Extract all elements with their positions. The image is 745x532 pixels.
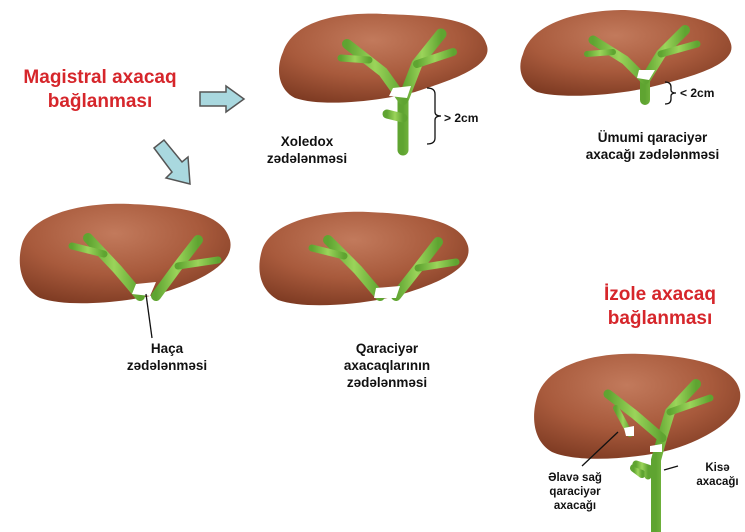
caption-qaraciyer-line1: Qaraciyər [322, 340, 452, 357]
liver-qaraciyer-panel [256, 210, 476, 330]
caption-elave: Əlavə sağ qaraciyər axacağı [530, 471, 620, 513]
izole-title: İzole axacaq bağlanması [585, 283, 735, 331]
caption-qaraciyer-line3: zədələnməsi [322, 374, 452, 391]
magistral-title: Magistral axacaq bağlanması [0, 66, 200, 114]
caption-kise-line2: axacağı [690, 475, 745, 489]
arrow-down-right-icon [150, 138, 198, 190]
caption-umumi-line2: axacağı zədələnməsi [560, 146, 745, 163]
arrow-right-icon [198, 84, 248, 114]
liver-shape [279, 14, 488, 103]
caption-qaraciyer: Qaraciyər axacaqlarının zədələnməsi [322, 340, 452, 391]
liver-shape [534, 354, 740, 459]
caption-umumi: Ümumi qaraciyər axacağı zədələnməsi [560, 129, 745, 163]
caption-xoledox-line1: Xoledox [252, 133, 362, 150]
magistral-title-line2: bağlanması [0, 90, 200, 114]
caption-xoledox: Xoledox zədələnməsi [252, 133, 362, 167]
liver-shape [520, 10, 731, 96]
caption-haca: Haça zədələnməsi [112, 340, 222, 374]
caption-haca-line2: zədələnməsi [112, 357, 222, 374]
measurement-lt-2cm: < 2cm [680, 86, 714, 100]
caption-qaraciyer-line2: axacaqlarının [322, 357, 452, 374]
izole-title-line1: İzole axacaq [585, 283, 735, 307]
caption-kise: Kisə axacağı [690, 461, 745, 489]
liver-umumi-panel [515, 0, 745, 120]
magistral-title-line1: Magistral axacaq [0, 66, 200, 90]
caption-umumi-line1: Ümumi qaraciyər [560, 129, 745, 146]
caption-kise-line1: Kisə [690, 461, 745, 475]
liver-shape [259, 212, 468, 305]
caption-elave-line1: Əlavə sağ [530, 471, 620, 485]
izole-title-line2: bağlanması [585, 307, 735, 331]
caption-haca-line1: Haça [112, 340, 222, 357]
caption-elave-line2: qaraciyər [530, 485, 620, 499]
liver-haca-panel [18, 198, 238, 338]
liver-shape [20, 204, 231, 303]
measurement-gt-2cm: > 2cm [444, 111, 478, 125]
caption-elave-line3: axacağı [530, 499, 620, 513]
caption-xoledox-line2: zədələnməsi [252, 150, 362, 167]
